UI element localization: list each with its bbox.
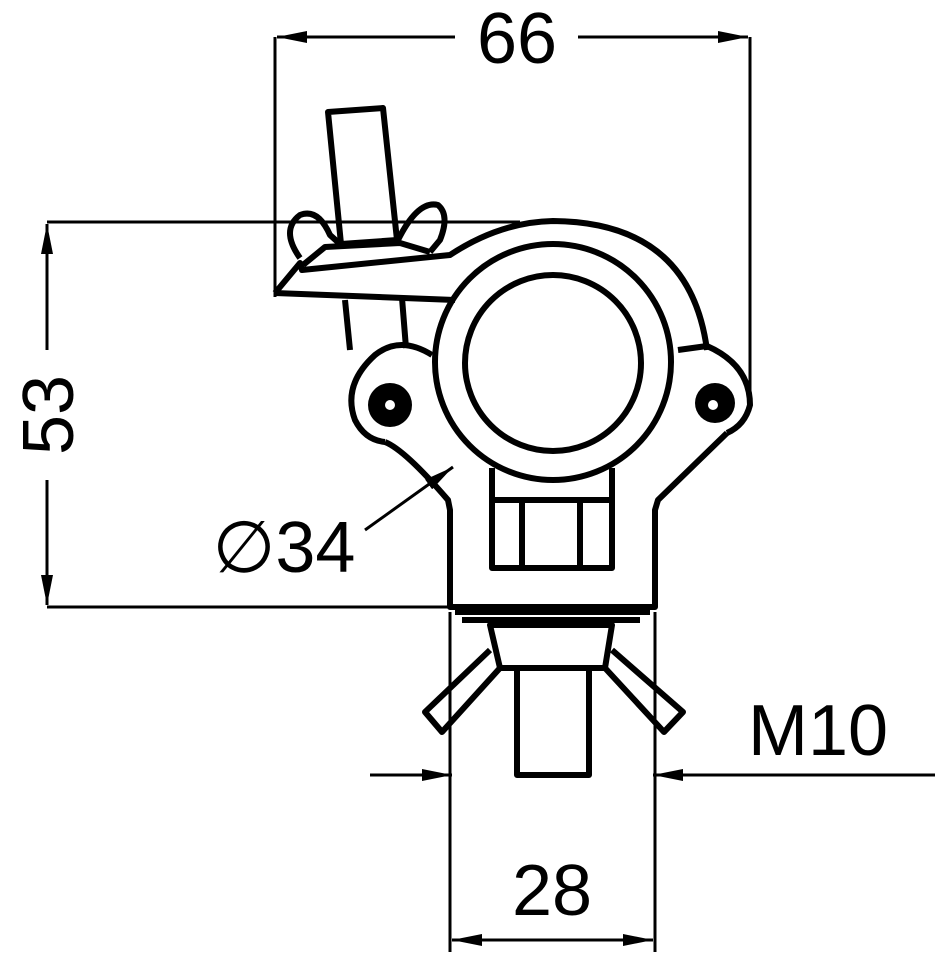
hex-nut bbox=[489, 468, 615, 571]
bottom-wing-nut bbox=[422, 609, 686, 778]
diameter-label: ∅34 bbox=[213, 508, 356, 588]
tube-bore bbox=[462, 272, 644, 454]
thread-label: M10 bbox=[748, 691, 888, 771]
dimension-width: 66 bbox=[273, 0, 752, 400]
dimension-base: 28 bbox=[448, 612, 657, 952]
lever bbox=[272, 218, 710, 351]
width-label: 66 bbox=[477, 0, 557, 79]
top-bolt bbox=[287, 105, 448, 351]
dimension-thread: M10 bbox=[370, 691, 935, 781]
left-hinge bbox=[348, 342, 434, 445]
clamp-body bbox=[383, 430, 730, 610]
clamp-ring bbox=[432, 241, 674, 483]
dimension-height: 53 bbox=[9, 220, 520, 609]
dimension-diameter: ∅34 bbox=[213, 465, 454, 588]
right-hinge bbox=[677, 343, 753, 436]
base-label: 28 bbox=[512, 851, 592, 931]
height-label: 53 bbox=[9, 375, 89, 455]
